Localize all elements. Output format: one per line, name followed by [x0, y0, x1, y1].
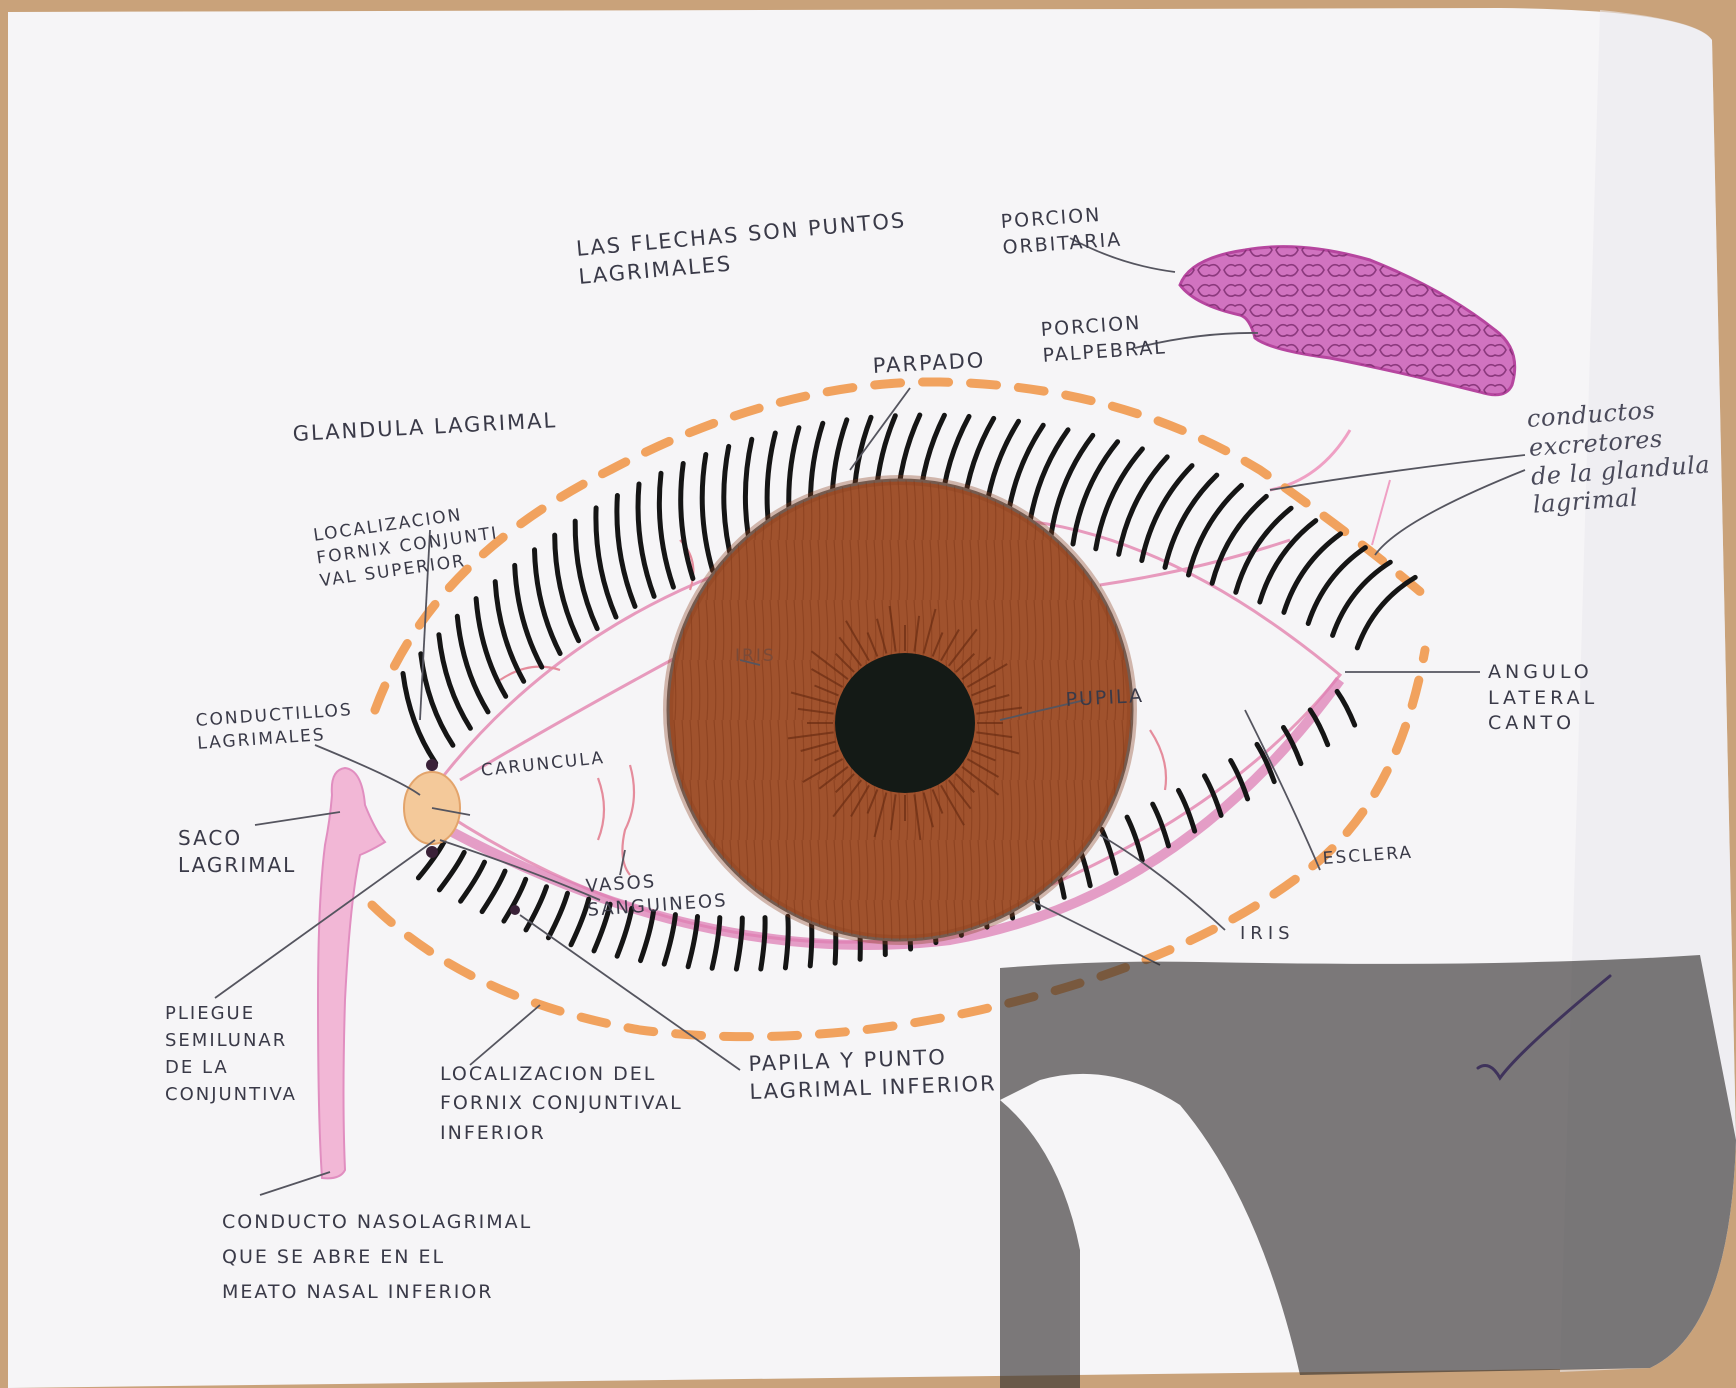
pupil [835, 653, 975, 793]
label-parpado: PARPADO [872, 346, 986, 380]
label-pupila: PUPILA [1065, 684, 1145, 714]
label-iris-inner: IRIS [735, 645, 776, 668]
label-iris: IRIS [1240, 922, 1295, 946]
